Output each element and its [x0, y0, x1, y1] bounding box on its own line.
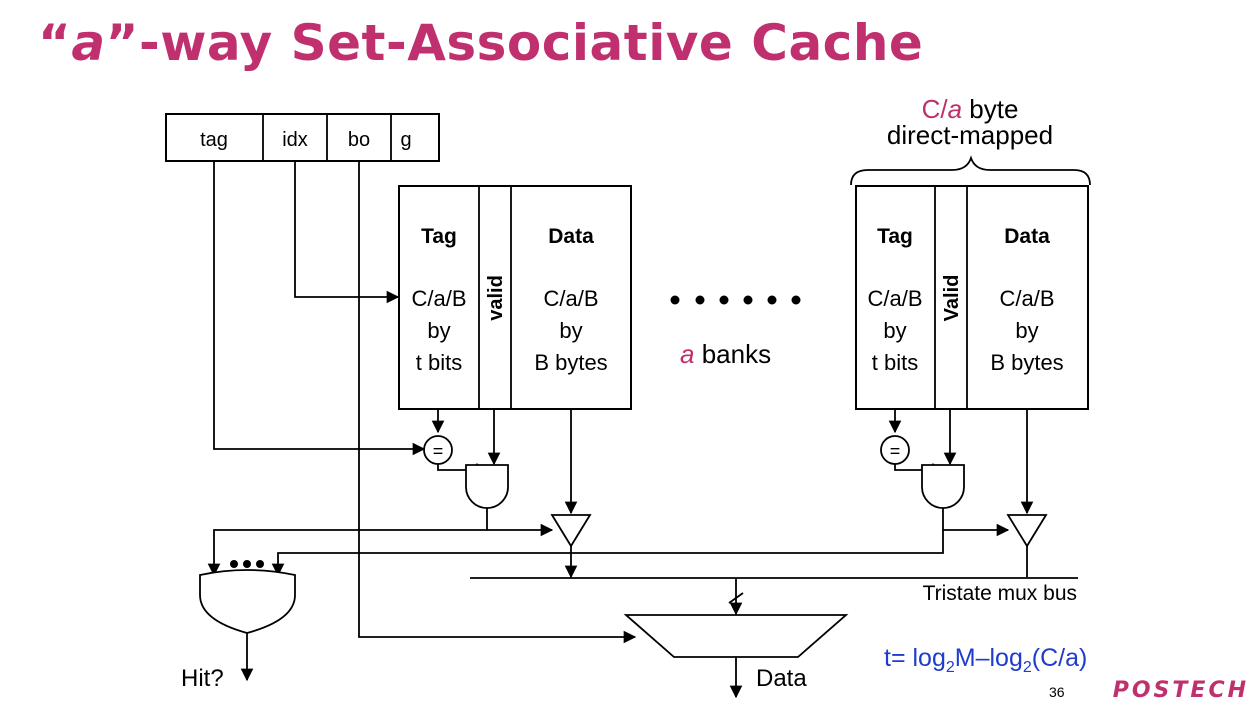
bank-brace: [850, 155, 1091, 186]
formula-t: t= log: [884, 644, 946, 672]
bank-right-valid-label: Valid: [941, 275, 963, 322]
right-and-to-tristate-wire: [942, 508, 1010, 537]
bank-size-a: a: [948, 94, 962, 124]
title-text: ”-way Set-Associative Cache: [105, 14, 924, 72]
bank-left: Tag C/a/B by t bits valid Data C/a/B by …: [398, 185, 632, 410]
bank-left-tag-line: t bits: [416, 350, 462, 375]
field-idx: idx: [282, 129, 308, 151]
bank-left-data-line: C/a/B: [543, 286, 598, 311]
banks-text: banks: [694, 339, 771, 369]
field-tag: tag: [200, 129, 228, 151]
address-register-box: [165, 113, 440, 162]
data-output-label: Data: [756, 665, 807, 692]
slide-number: 36: [1049, 684, 1065, 700]
output-mux: [623, 614, 849, 658]
formula-end: (C/a): [1031, 644, 1088, 672]
right-comparator-symbol: =: [890, 441, 901, 461]
bank-right-tag-line: by: [883, 318, 906, 343]
page-title: “a”-way Set-Associative Cache: [38, 14, 923, 72]
bank-size-c: C/: [922, 94, 949, 124]
bus-width-slash: [728, 592, 744, 604]
field-bo: bo: [348, 129, 370, 151]
bank-right: Tag C/a/B by t bits Valid Data C/a/B by …: [855, 185, 1089, 410]
bank-type-label: direct-mapped: [887, 120, 1053, 150]
right-tristate-buffer: [1006, 514, 1048, 548]
banks-label: a banks: [680, 339, 771, 369]
bank-right-data-header: Data: [1004, 225, 1050, 248]
bank-right-data-line: C/a/B: [999, 286, 1054, 311]
bank-right-data-line: by: [1015, 318, 1038, 343]
bank-right-box: [855, 185, 1089, 410]
left-tristate-buffer: [550, 514, 592, 548]
ellipsis-dot: [791, 295, 801, 305]
bank-size-label: C/a byte: [922, 94, 1019, 124]
bank-size-byte: byte: [962, 94, 1018, 124]
ellipsis-dot: [719, 295, 729, 305]
bank-left-tag-line: C/a/B: [411, 286, 466, 311]
left-comparator-symbol: =: [433, 441, 444, 461]
formula-sub: 2: [945, 659, 955, 676]
bank-right-tag-header: Tag: [877, 225, 913, 248]
tag-wire: [213, 161, 426, 456]
bank-left-data-line: by: [559, 318, 582, 343]
idx-wire: [294, 161, 400, 304]
formula-m: M–log: [954, 644, 1023, 672]
ellipsis-dot: [695, 295, 705, 305]
bank-left-tag-header: Tag: [421, 225, 457, 248]
formula-sub: 2: [1022, 659, 1032, 676]
bank-ellipsis: [670, 295, 801, 305]
bank-left-valid-label: valid: [485, 275, 507, 321]
bus-label: Tristate mux bus: [923, 582, 1077, 605]
title-open-quote: “: [38, 14, 72, 72]
title-a-variable: a: [71, 14, 106, 72]
bank-left-data-line: B bytes: [534, 350, 607, 375]
tag-bits-formula: t= log2M–log2(C/a): [884, 644, 1087, 677]
right-hit-to-or-wire: [271, 530, 944, 577]
left-and-to-tristate-wire: [486, 508, 554, 537]
bank-left-data-header: Data: [548, 225, 594, 248]
ellipsis-dot: [670, 295, 680, 305]
address-register: tag idx bo g: [165, 113, 440, 162]
left-and-gate: [465, 464, 509, 509]
ellipsis-dot: [743, 295, 753, 305]
field-g: g: [400, 129, 411, 151]
or-input-dot: [230, 560, 238, 568]
bank-left-tag-line: by: [427, 318, 450, 343]
bank-right-tag-line: C/a/B: [867, 286, 922, 311]
banks-a: a: [680, 339, 694, 369]
bo-wire: [358, 161, 637, 644]
or-input-dot: [243, 560, 251, 568]
hit-label: Hit?: [181, 665, 224, 692]
bank-right-tag-line: t bits: [872, 350, 918, 375]
bank-right-data-line: B bytes: [990, 350, 1063, 375]
or-input-dot: [256, 560, 264, 568]
left-hit-to-or-wire: [207, 529, 487, 577]
or-gate: [199, 569, 296, 634]
right-and-gate: [921, 464, 965, 509]
ellipsis-dot: [767, 295, 777, 305]
postech-logo: POSTECH: [1112, 678, 1249, 703]
